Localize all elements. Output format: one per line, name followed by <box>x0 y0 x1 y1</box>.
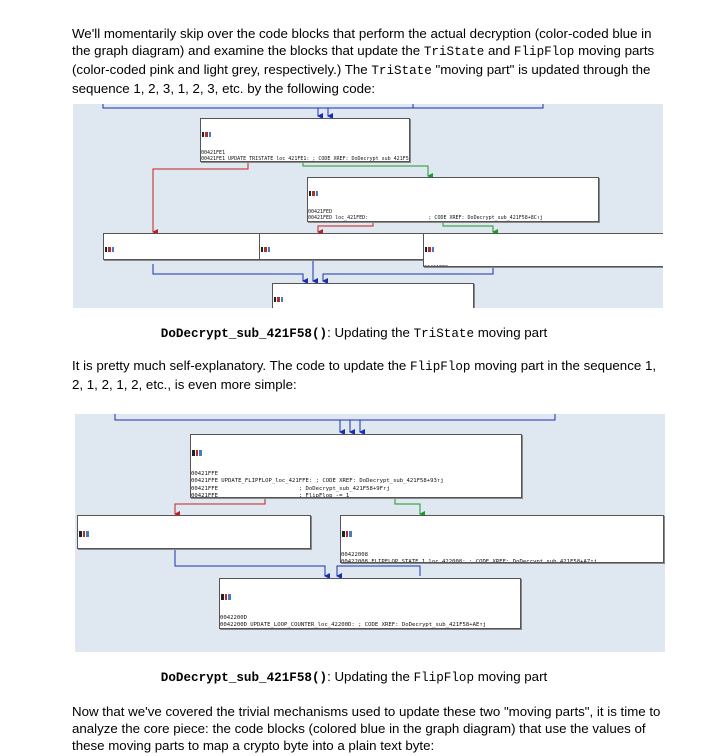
code-line: 00422008 <box>341 552 368 559</box>
mid-paragraph: It is pretty much self-explanatory. The … <box>72 357 662 393</box>
outro-text: Now that we've covered the trivial mecha… <box>72 704 661 753</box>
code-line: 0042200D UPDATE_LOOP_COUNTER_loc_42200D:… <box>220 622 487 629</box>
code-line: 00421FFE ; DoDecrypt_sub_421F58+9F↑j <box>191 485 390 492</box>
mid-text-1: It is pretty much self-explanatory. The … <box>72 358 411 373</box>
code-line: 00421FF9 <box>424 265 663 266</box>
caption-code: TriState <box>413 327 475 341</box>
graph-node-tristate-2-to-3: 00421FF2 mov ebx, 3 ; TriState: 2 ==> 30… <box>259 233 431 260</box>
intro-paragraph: We'll momentarily skip over the code blo… <box>72 25 662 97</box>
graph-node-tristate-1-to-2: 00421FE6 mov ebx, 2 ; TriState: 1 ==> 20… <box>103 233 277 260</box>
flipflop-graph-edges <box>114 414 556 579</box>
tristate-graph-edges <box>102 104 544 284</box>
outro-paragraph: Now that we've covered the trivial mecha… <box>72 703 662 754</box>
intro-text-3: moving parts (color-coded pink and light… <box>72 43 655 77</box>
code-line: 00421FE1 <box>201 150 226 156</box>
code-line: 00421FED loc_421FED: ; CODE XREF: DoDecr… <box>308 215 543 221</box>
graph-node-tristate-is-3: 00421FF900421FF9 TRISTATE_IS_3_loc_421FF… <box>423 233 663 267</box>
caption-text: : Updating the <box>327 325 414 340</box>
caption-end: moving part <box>474 669 548 684</box>
figure1-caption: DoDecrypt_sub_421F58(): Updating the Tri… <box>0 325 708 341</box>
graph-node-flipflop-1-to-2: 00422001 mov esi, 2 ; FlipFlop was 1; ma… <box>77 515 311 549</box>
code-line: 00421FFE ; FlipFlop -= 1 <box>191 492 350 498</box>
code-line: 00421FED cmp ebx, 2 <box>308 221 598 222</box>
caption-function-name: DoDecrypt_sub_421F58() <box>160 671 328 685</box>
caption-code: FlipFlop <box>413 671 475 685</box>
intro-text-4: "moving part" is updated through the seq… <box>72 62 651 96</box>
caption-function-name: DoDecrypt_sub_421F58() <box>160 327 328 341</box>
node-lines: 00421FF900421FF9 TRISTATE_IS_3_loc_421FF… <box>424 265 663 266</box>
code-line: 00422008 FLIPFLOP_STATE_1_loc_422008: ; … <box>341 559 597 563</box>
code-line: 00421FFE UPDATE_FLIPFLOP_loc_421FFE: ; C… <box>191 478 444 485</box>
mid-code-flipflop: FlipFlop <box>410 360 471 374</box>
intro-code-tristate: TriState <box>423 45 485 59</box>
code-line: 00421FFE <box>191 471 218 478</box>
intro-text-2: and <box>484 43 514 58</box>
intro-text-1: We'll momentarily skip over the code blo… <box>72 26 652 58</box>
intro-code-flipflop: FlipFlop <box>513 45 575 59</box>
mid-text-2: moving part in the sequence 1, 2, 1, 2, … <box>72 358 657 392</box>
caption-text: : Updating the <box>327 669 414 684</box>
code-line: 0042200D <box>220 615 247 622</box>
figure2-caption: DoDecrypt_sub_421F58(): Updating the Fli… <box>0 669 708 685</box>
code-line: 00421FED <box>308 209 333 215</box>
code-line: 00421FE1 UPDATE_TRISTATE_loc_421FE1: ; C… <box>201 156 410 162</box>
caption-end: moving part <box>474 325 548 340</box>
intro-code-tristate-2: TriState <box>371 64 432 78</box>
